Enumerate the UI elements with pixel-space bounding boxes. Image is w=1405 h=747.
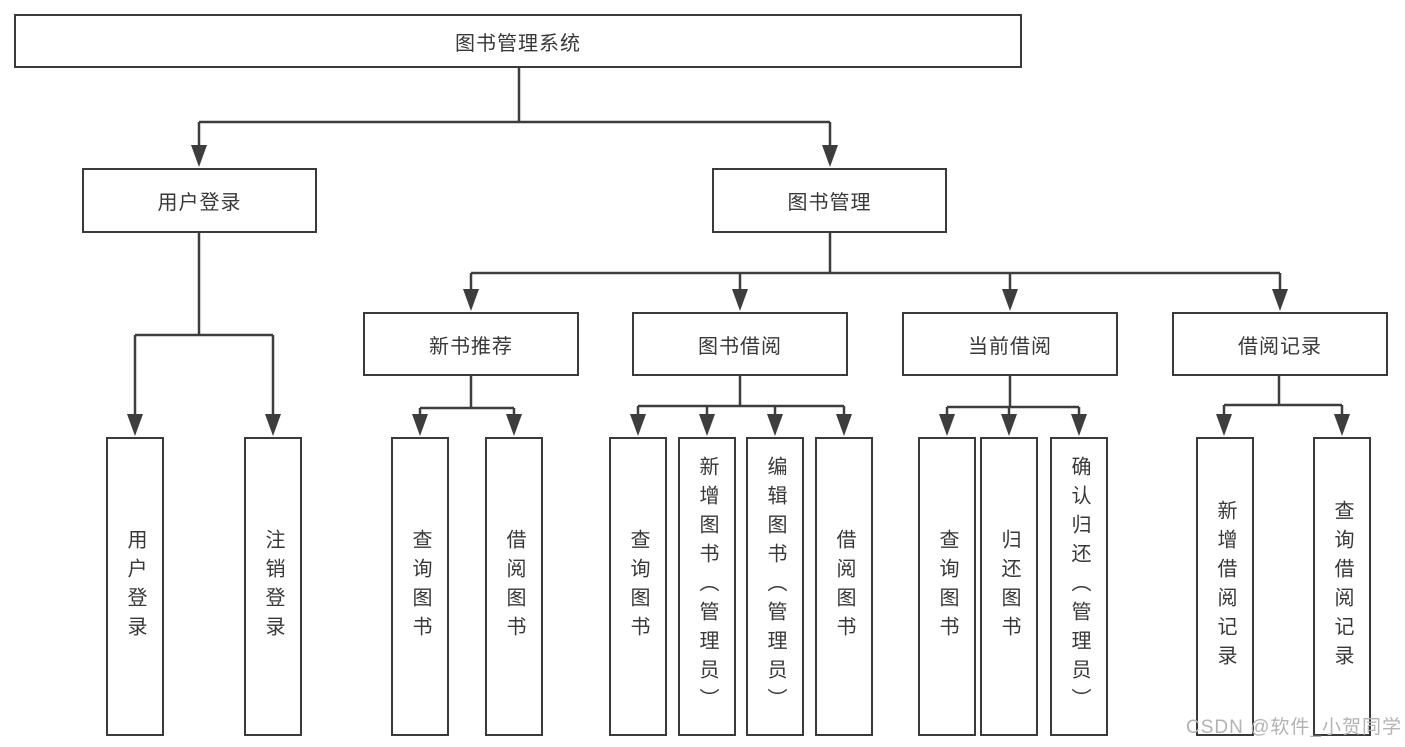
leaf-newrec-query-book-label: 查询图书 — [409, 528, 431, 645]
node-user-login-label: 用户登录 — [157, 192, 242, 214]
leaf-user-login: 用户登录 — [106, 437, 164, 736]
leaf-newrec-borrow-book: 借阅图书 — [485, 437, 543, 736]
leaf-current-query-book: 查询图书 — [918, 437, 976, 736]
leaf-add-borrow-record-label: 新增借阅记录 — [1214, 499, 1236, 674]
leaf-return-book-label: 归还图书 — [998, 528, 1020, 645]
node-current-borrow: 当前借阅 — [902, 312, 1118, 376]
arrowhead-icons — [127, 145, 1350, 436]
leaf-borrow-query-book-label: 查询图书 — [627, 528, 649, 645]
node-user-login: 用户登录 — [82, 168, 317, 233]
node-borrow-record-label: 借阅记录 — [1238, 335, 1322, 358]
node-borrow-record: 借阅记录 — [1172, 312, 1388, 376]
leaf-edit-book-admin: 编辑图书（管理员） — [746, 437, 804, 736]
node-new-book-recommend-label: 新书推荐 — [429, 335, 513, 358]
node-book-borrow-label: 图书借阅 — [698, 335, 782, 358]
node-new-book-recommend: 新书推荐 — [363, 312, 579, 376]
leaf-add-borrow-record: 新增借阅记录 — [1196, 437, 1254, 736]
leaf-query-borrow-record: 查询借阅记录 — [1313, 437, 1371, 736]
csdn-watermark: CSDN @软件_小贺同学 — [1186, 717, 1402, 738]
leaf-logout-login-label: 注销登录 — [262, 528, 284, 645]
node-book-borrow: 图书借阅 — [632, 312, 848, 376]
node-library-system-label: 图书管理系统 — [455, 32, 581, 55]
leaf-query-borrow-record-label: 查询借阅记录 — [1331, 499, 1353, 674]
leaf-edit-book-admin-label: 编辑图书（管理员） — [764, 456, 786, 717]
node-book-management-label: 图书管理 — [787, 192, 872, 214]
leaf-current-query-book-label: 查询图书 — [936, 528, 958, 645]
leaf-borrow-book-label: 借阅图书 — [833, 528, 855, 645]
leaf-borrow-query-book: 查询图书 — [609, 437, 667, 736]
leaf-newrec-borrow-book-label: 借阅图书 — [503, 528, 525, 645]
leaf-logout-login: 注销登录 — [244, 437, 302, 736]
leaf-confirm-return-admin-label: 确认归还（管理员） — [1068, 456, 1090, 717]
leaf-user-login-label: 用户登录 — [124, 528, 146, 645]
leaf-newrec-query-book: 查询图书 — [391, 437, 449, 736]
node-library-system: 图书管理系统 — [14, 14, 1022, 68]
node-current-borrow-label: 当前借阅 — [968, 335, 1052, 358]
leaf-return-book: 归还图书 — [980, 437, 1038, 736]
leaf-add-book-admin: 新增图书（管理员） — [678, 437, 736, 736]
leaf-confirm-return-admin: 确认归还（管理员） — [1050, 437, 1108, 736]
node-book-management: 图书管理 — [712, 168, 947, 233]
leaf-add-book-admin-label: 新增图书（管理员） — [696, 456, 718, 717]
leaf-borrow-book: 借阅图书 — [815, 437, 873, 736]
